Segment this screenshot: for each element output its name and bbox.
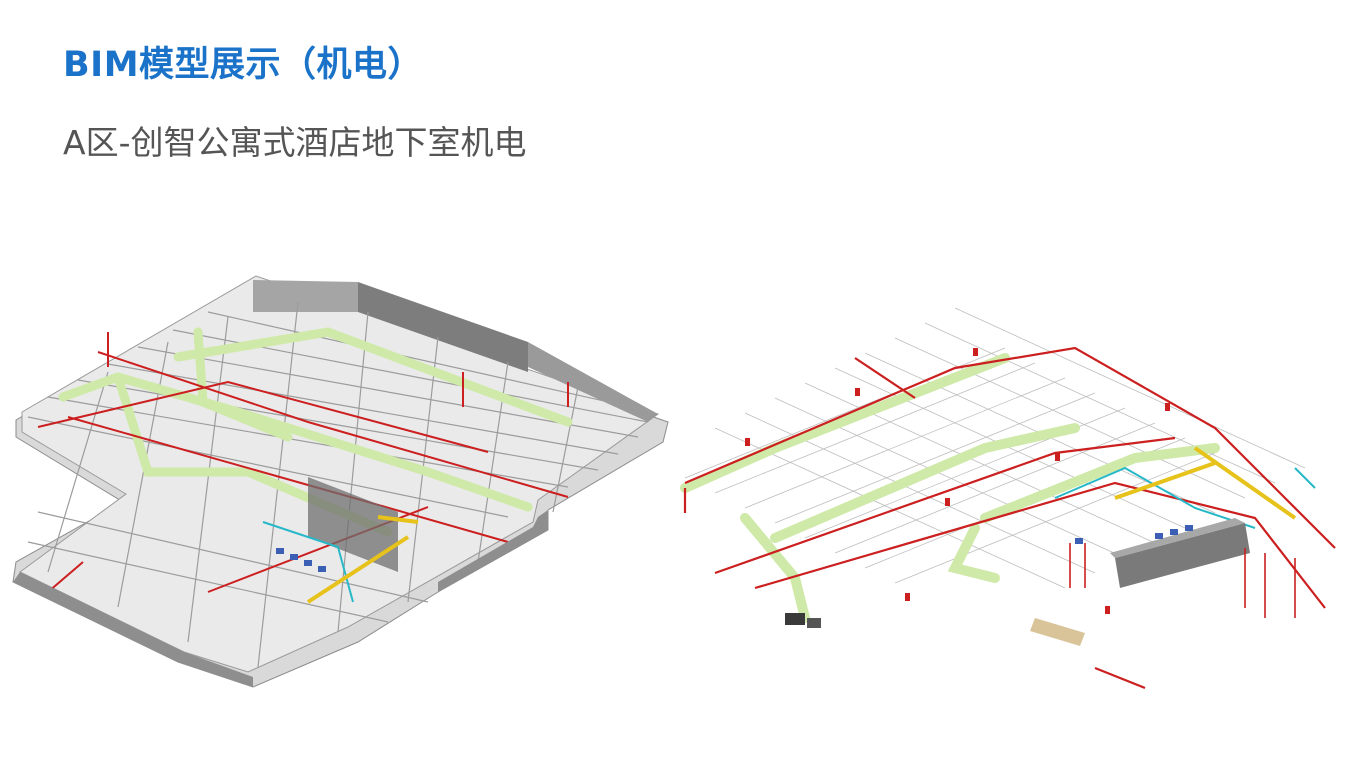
page-title: BIM模型展示（机电） [63,45,424,85]
mep-systems-model-image [655,288,1355,698]
page-subtitle: A区-创智公寓式酒店地下室机电 [63,123,527,162]
building-model-illustration [12,275,669,688]
building-structure-model-image [8,272,673,692]
mep-model-illustration [680,307,1336,690]
